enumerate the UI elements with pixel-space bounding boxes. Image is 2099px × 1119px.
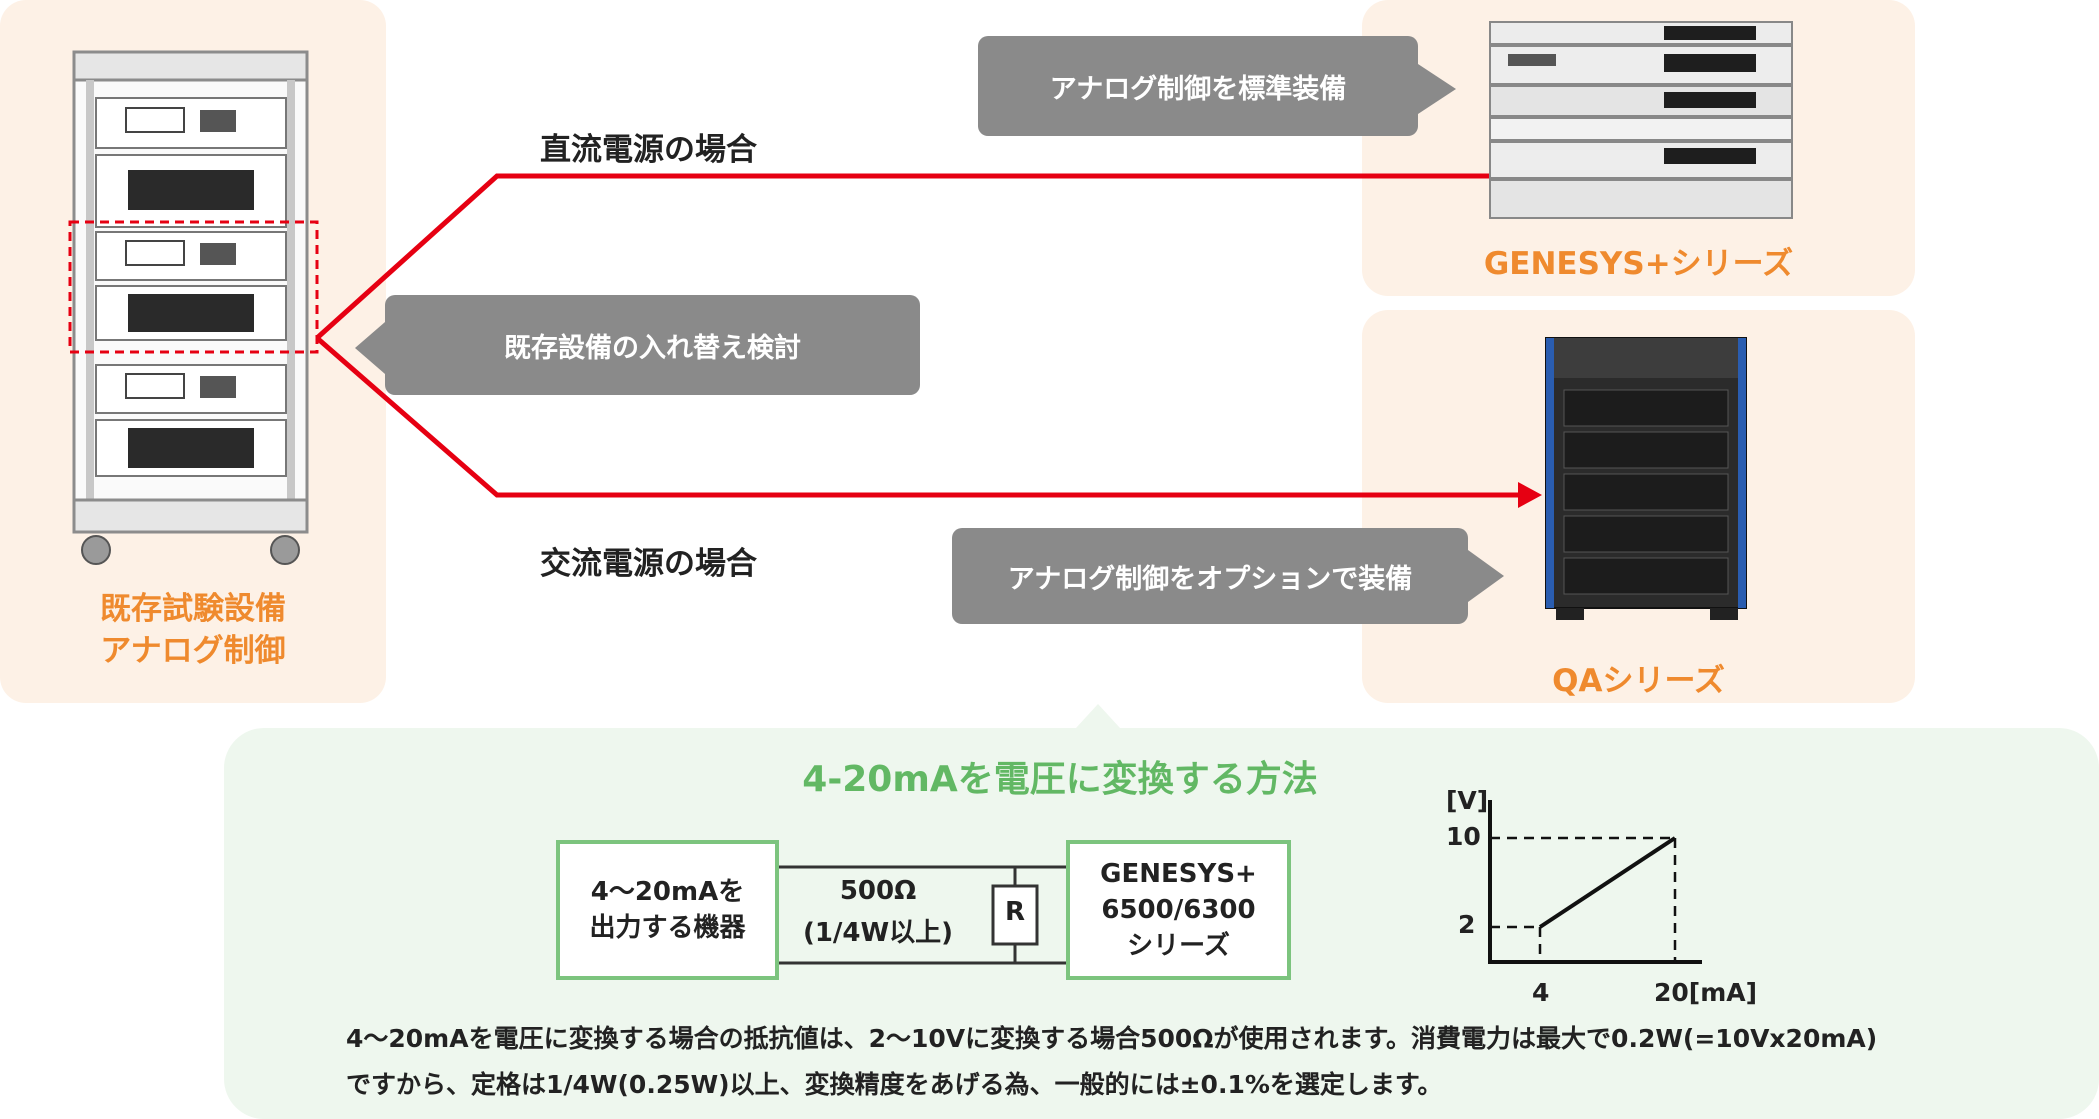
ac-analog-control-bubble: アナログ制御をオプションで装備 bbox=[952, 528, 1468, 624]
resistor-label: R bbox=[1004, 897, 1026, 927]
selected-unit-highlight bbox=[68, 220, 319, 354]
current-source-box: 4〜20mAを 出力する機器 bbox=[556, 840, 779, 980]
current-source-line1: 4〜20mAを bbox=[590, 877, 745, 907]
genesys-target-line1: GENESYS+ bbox=[1100, 859, 1257, 889]
qa-caption: QAシリーズ bbox=[1552, 663, 1725, 699]
genesys-target-line2: 6500/6300 bbox=[1101, 895, 1256, 925]
conversion-method-title: 4-20mAを電圧に変換する方法 bbox=[802, 759, 1318, 800]
resistor-rating: (1/4W以上) bbox=[802, 918, 954, 948]
graph-x-tick-20: 20[mA] bbox=[1654, 978, 1758, 1007]
conversion-note: 4〜20mAを電圧に変換する場合の抵抗値は、2〜10Vに変換する場合500Ωが使… bbox=[346, 1016, 2091, 1108]
replace-equipment-bubble: 既存設備の入れ替え検討 bbox=[385, 295, 920, 395]
dc-route-label: 直流電源の場合 bbox=[540, 132, 757, 168]
resistor-value: 500Ω bbox=[839, 876, 917, 906]
graph-x-tick-4: 4 bbox=[1532, 978, 1550, 1007]
graph-y-unit: [V] bbox=[1446, 786, 1489, 815]
conversion-note-line2: ですから、定格は1/4W(0.25W)以上、変換精度をあげる為、一般的には±0.… bbox=[346, 1070, 1443, 1099]
qa-power-supply-icon bbox=[1545, 337, 1747, 620]
ac-route-arrow bbox=[315, 336, 1520, 498]
existing-equipment-caption-line2: アナログ制御 bbox=[100, 633, 286, 669]
existing-rack-icon bbox=[72, 50, 309, 565]
existing-equipment-caption-line1: 既存試験設備 bbox=[100, 591, 286, 627]
current-source-line2: 出力する機器 bbox=[589, 913, 746, 943]
dc-analog-control-bubble: アナログ制御を標準装備 bbox=[978, 36, 1418, 136]
dc-route-arrow bbox=[315, 173, 1520, 340]
existing-equipment-caption: 既存試験設備 アナログ制御 bbox=[0, 588, 386, 672]
genesys-target-line3: シリーズ bbox=[1127, 931, 1230, 961]
conversion-note-line1: 4〜20mAを電圧に変換する場合の抵抗値は、2〜10Vに変換する場合500Ωが使… bbox=[346, 1024, 1878, 1053]
ac-route-label: 交流電源の場合 bbox=[540, 546, 757, 582]
graph-y-tick-2: 2 bbox=[1458, 910, 1476, 939]
genesys-caption: GENESYS+シリーズ bbox=[1483, 246, 1794, 282]
conversion-graph bbox=[1488, 800, 1702, 964]
graph-y-tick-10: 10 bbox=[1446, 822, 1481, 851]
resistor-symbol bbox=[991, 884, 1039, 946]
genesys-power-supply-icon bbox=[1489, 21, 1793, 219]
conversion-line bbox=[1538, 836, 1677, 929]
genesys-target-box: GENESYS+ 6500/6300 シリーズ bbox=[1066, 840, 1291, 980]
